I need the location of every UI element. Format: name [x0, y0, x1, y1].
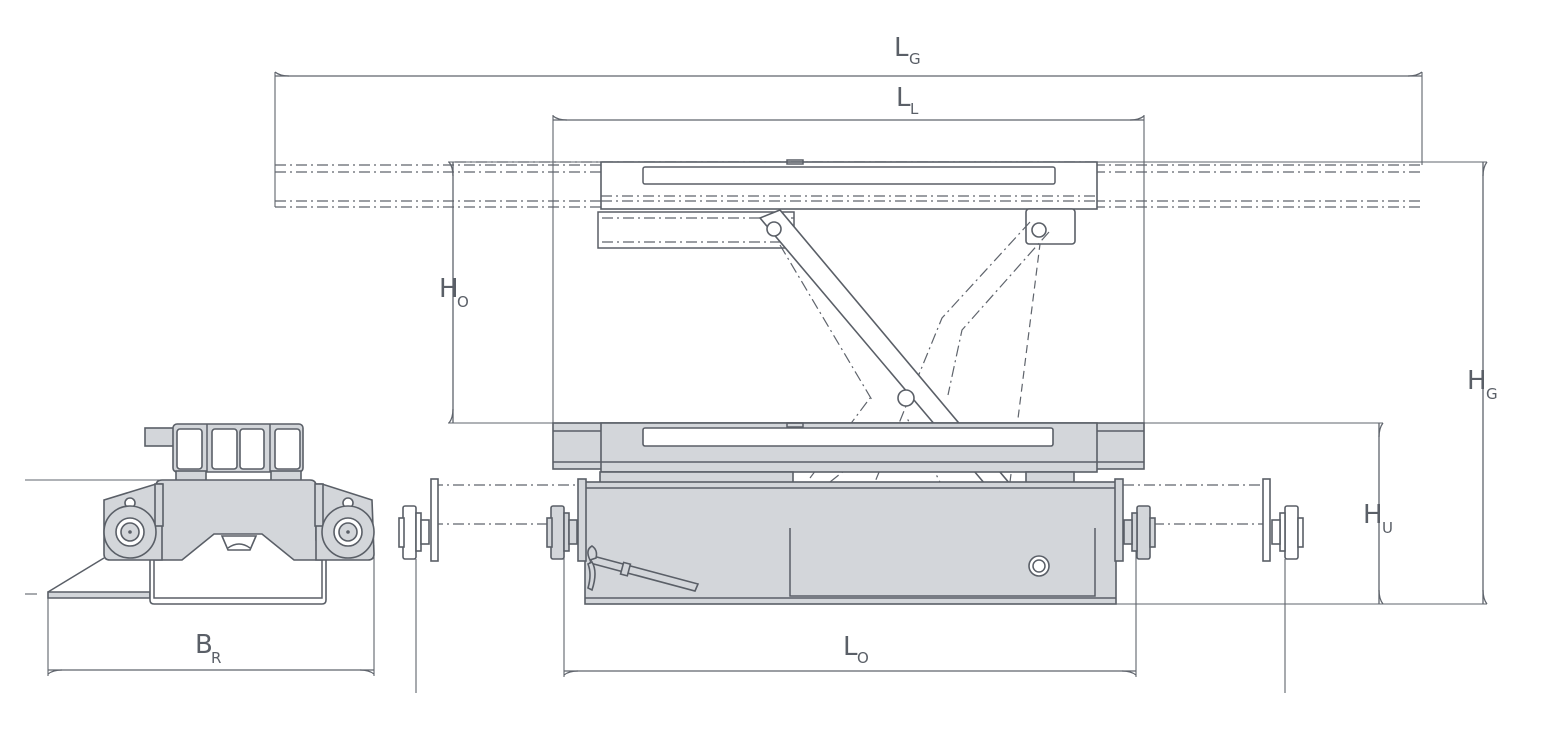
dimension-hu-letter: H — [1363, 500, 1383, 530]
side-view — [25, 423, 375, 605]
base-housing — [577, 478, 1124, 605]
roller-left-inner — [546, 505, 578, 560]
dimension-lo-letter: L — [843, 632, 858, 662]
dimension-br: B R — [47, 545, 375, 676]
dimension-ll: L L — [552, 83, 1145, 465]
raised-platform — [597, 159, 1098, 249]
dimension-ho-subscript: O — [457, 293, 469, 311]
lowered-platform — [552, 422, 1145, 485]
dimension-ll-letter: L — [896, 83, 911, 113]
roller-right-inner — [1123, 505, 1156, 560]
release-lever — [586, 545, 700, 592]
dimension-hu-subscript: U — [1382, 519, 1393, 537]
dimension-hg-subscript: G — [1486, 385, 1498, 403]
dimension-lg: L G — [274, 33, 1423, 207]
roller-axles — [432, 484, 1268, 525]
dimension-ho-letter: H — [439, 274, 459, 304]
dimension-hg-letter: H — [1467, 366, 1487, 396]
roller-right-outer — [1262, 478, 1304, 693]
dimension-br-subscript: R — [211, 649, 221, 667]
dimension-ho: H O — [439, 161, 602, 424]
dimension-lg-letter: L — [894, 33, 909, 63]
dimension-br-letter: B — [195, 630, 213, 660]
dimension-hg: H G — [1097, 161, 1498, 605]
dimension-lg-subscript: G — [909, 50, 921, 68]
dimension-ll-subscript: L — [910, 100, 919, 118]
roller-left-outer — [398, 478, 439, 693]
dimension-lo-subscript: O — [857, 649, 869, 667]
